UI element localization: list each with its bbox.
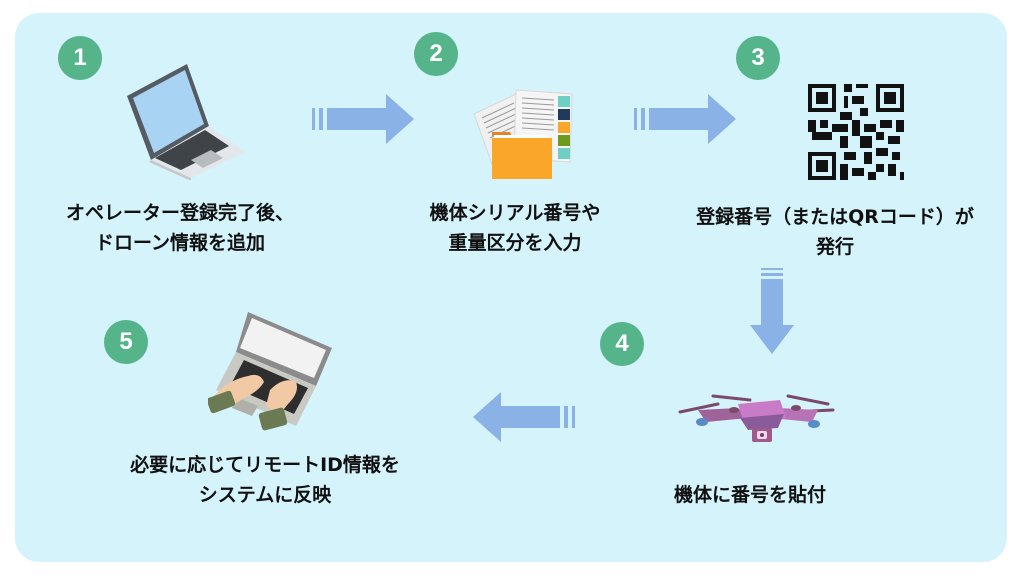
step-3-label-line-2: 発行: [815, 236, 854, 258]
step-2-label-line-1: 機体シリアル番号や: [429, 202, 601, 224]
arrow-right-icon: [312, 94, 414, 144]
step-2-badge: 2: [414, 32, 458, 76]
drone-icon: [678, 394, 835, 442]
step-3-label: 登録番号（またはQRコード）が 発行: [665, 202, 1005, 262]
step-1-label-line-2: ドローン情報を追加: [94, 232, 266, 254]
arrow-down-icon: [750, 268, 794, 354]
step-4-label: 機体に番号を貼付: [630, 480, 870, 510]
step-5-label: 必要に応じてリモートID情報を システムに反映: [100, 450, 430, 510]
qr-code-icon: [808, 84, 904, 180]
step-4-label-line-1: 機体に番号を貼付: [673, 484, 826, 506]
step-4-badge: 4: [600, 322, 644, 366]
step-2-label: 機体シリアル番号や 重量区分を入力: [380, 198, 650, 258]
documents-folder-icon: [473, 89, 573, 179]
step-1-badge: 1: [58, 36, 102, 80]
step-3-badge: 3: [736, 36, 780, 80]
step-1-label-line-1: オペレーター登録完了後、: [65, 202, 294, 224]
step-1-label: オペレーター登録完了後、 ドローン情報を追加: [30, 198, 330, 258]
step-2-label-line-2: 重量区分を入力: [448, 232, 582, 254]
step-5-label-line-2: システムに反映: [198, 484, 332, 506]
arrow-right-icon: [634, 94, 736, 144]
step-5-label-line-1: 必要に応じてリモートID情報を: [130, 454, 400, 476]
step-3-label-line-1: 登録番号（またはQRコード）が: [696, 206, 974, 228]
typing-laptop-icon: [208, 312, 332, 431]
arrow-left-icon: [473, 392, 575, 442]
step-5-badge: 5: [104, 320, 148, 364]
laptop-icon: [127, 64, 245, 180]
